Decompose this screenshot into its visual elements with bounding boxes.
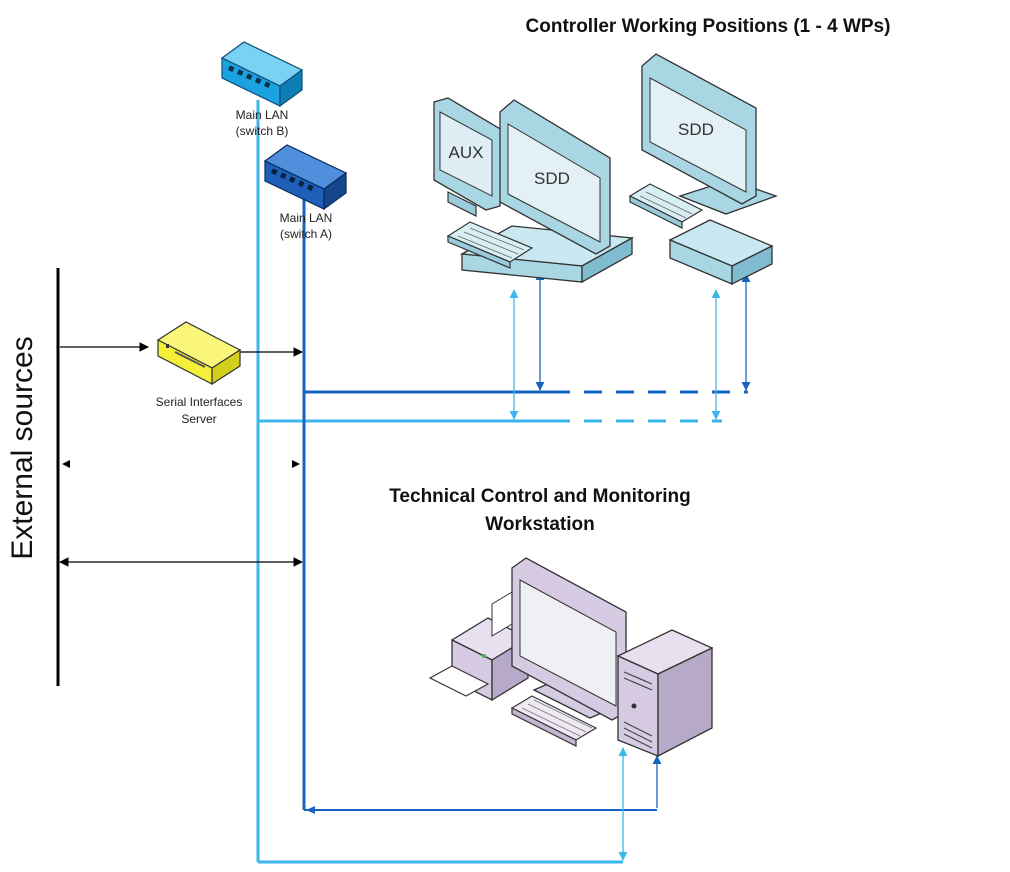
sdd-screen-label-2: SDD [678,120,714,139]
serial-server-label-line2: Server [181,412,216,426]
lan-b-network [256,100,722,864]
sdd-screen-label-1: SDD [534,169,570,188]
tcm-workstation [428,557,714,758]
external-sources-label: External sources [6,336,39,559]
switch-a-label-line1: Main LAN [280,211,333,225]
cwp-title: Controller Working Positions (1 - 4 WPs) [526,16,891,37]
aux-screen-label: AUX [449,143,484,162]
switch-a-label-line2: (switch A) [280,227,332,241]
switch-a [263,144,348,211]
switch-b-label-line1: Main LAN [236,108,289,122]
switch-b-label-line2: (switch B) [236,124,289,138]
controller-workstation-2 [628,53,778,286]
lan-a-network [302,196,748,811]
serial-server-label-line1: Serial Interfaces [156,395,243,409]
connector-arrows [59,271,751,861]
serial-interfaces-server [156,321,242,386]
switch-b [220,41,304,108]
tcm-title-line1: Technical Control and Monitoring [389,486,691,507]
tcm-title-line2: Workstation [485,514,594,535]
controller-workstation-1 [433,97,635,284]
